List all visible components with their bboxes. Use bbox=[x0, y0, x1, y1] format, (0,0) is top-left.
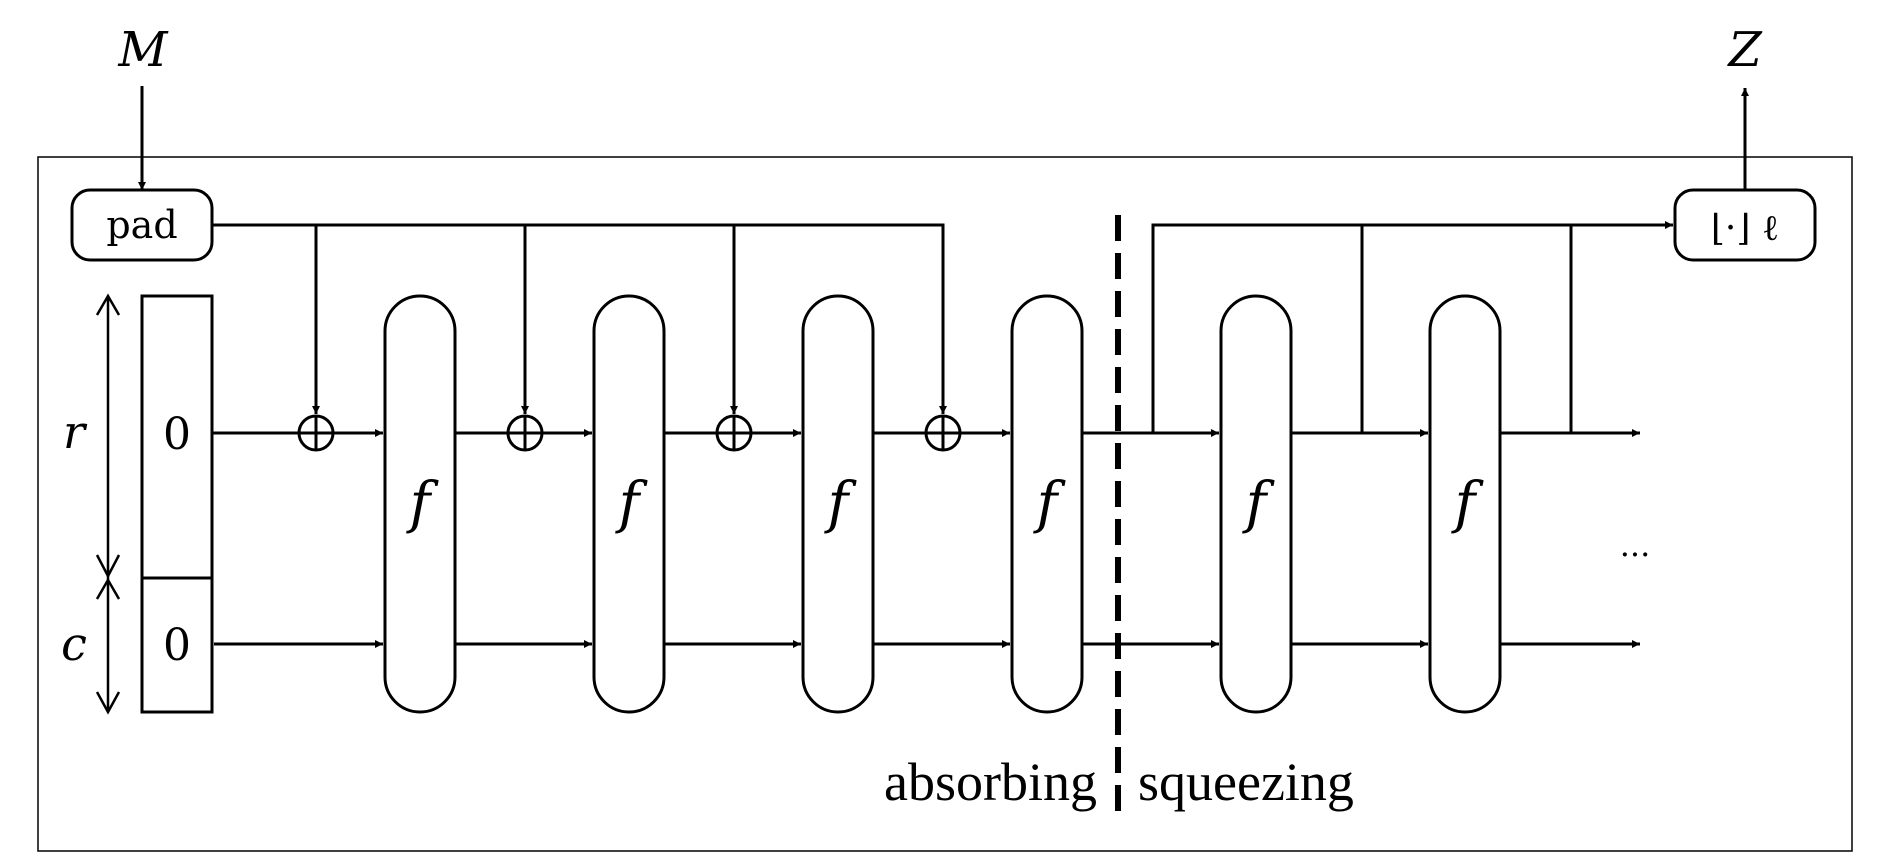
f-block bbox=[1428, 294, 1502, 714]
capacity-label-c: c bbox=[61, 617, 87, 671]
f-block bbox=[1219, 294, 1293, 714]
rate-label-r: r bbox=[63, 405, 88, 459]
truncate-box bbox=[1673, 188, 1817, 262]
absorbing-label: absorbing bbox=[884, 752, 1097, 812]
f-block bbox=[1010, 294, 1084, 714]
capacity-arrow-top bbox=[95, 577, 121, 600]
ellipsis: ... bbox=[1620, 526, 1651, 564]
rate-arrow-top bbox=[95, 293, 121, 316]
initial-capacity-value: 0 bbox=[163, 620, 191, 671]
pad-label: pad bbox=[106, 203, 177, 247]
truncate-label: ⌊·⌋ ℓ bbox=[1711, 208, 1779, 249]
squeezing-label: squeezing bbox=[1138, 752, 1354, 812]
outer-frame bbox=[37, 156, 1853, 852]
capacity-arrow-bottom bbox=[95, 691, 121, 715]
f-block bbox=[383, 294, 457, 714]
output-label-z: Z bbox=[1726, 22, 1763, 78]
rate-arrow-bottom bbox=[95, 554, 121, 579]
initial-rate-value: 0 bbox=[163, 409, 191, 460]
f-block bbox=[592, 294, 666, 714]
squeeze-bus-line bbox=[1151, 221, 1673, 433]
f-block bbox=[801, 294, 875, 714]
input-label-m: M bbox=[117, 22, 169, 78]
initial-state-block bbox=[140, 294, 214, 714]
